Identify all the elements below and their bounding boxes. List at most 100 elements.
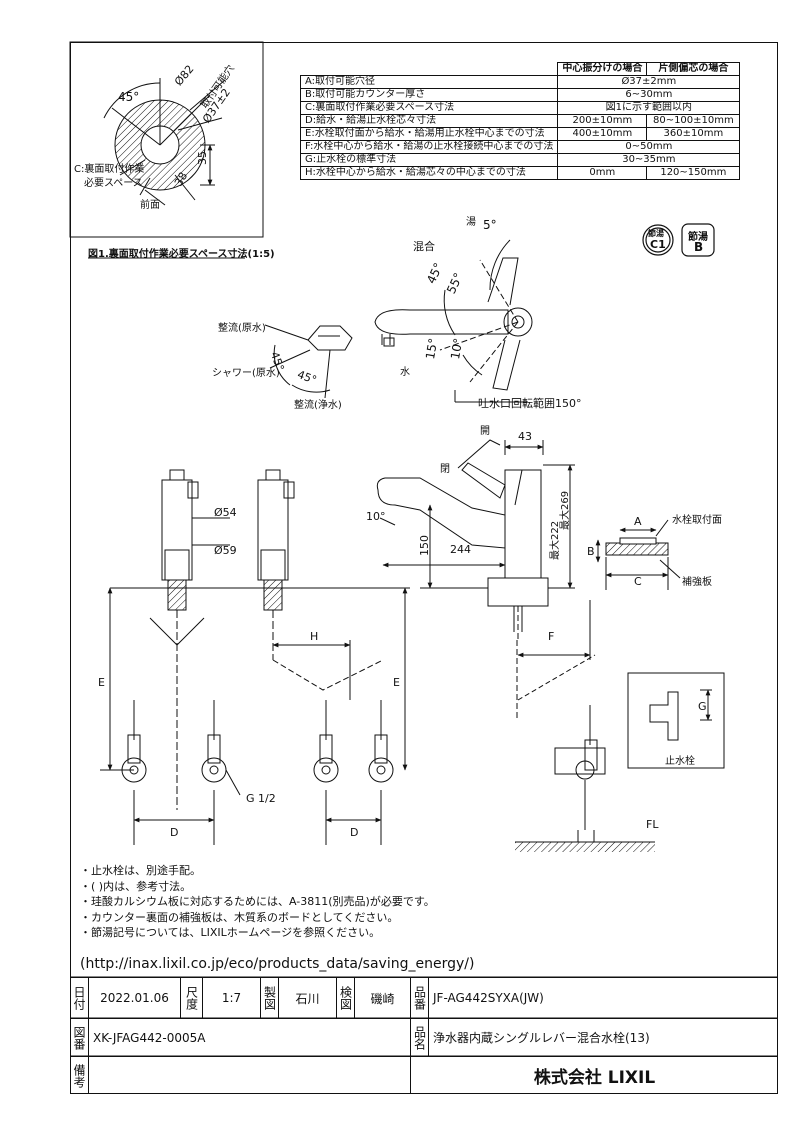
label-B: B [587, 545, 595, 558]
label-E2: E [393, 676, 400, 689]
drawing-label-text: 図番 [72, 1025, 86, 1050]
part-value: JF-AG442SYXA(JW) [428, 977, 778, 1018]
drawn-value: 石川 [278, 977, 336, 1018]
drawing-frame [70, 42, 778, 1094]
name-value: 浄水器内蔵シングルレバー混合水栓(13) [428, 1018, 778, 1056]
date-label: 日付 [70, 977, 88, 1018]
stop-valves-left [100, 587, 241, 845]
stop-valves-right [313, 587, 408, 845]
name-label: 品名 [410, 1018, 428, 1056]
spec-row-label: F:水栓中心から給水・給湯の止水栓接続中心までの寸法 [299, 140, 559, 154]
drawing-no-label: 図番 [70, 1018, 88, 1056]
company-logo: 株式会社 LIXIL [533, 1068, 656, 1088]
spec-row: E:水栓取付面から給水・給湯用止水栓中心までの寸法 400±10mm 360±1… [299, 127, 741, 141]
spray-head-detail [264, 324, 353, 399]
company-cell: 株式会社 LIXIL [410, 1056, 778, 1094]
spec-row: D:給水・給湯止水栓芯々寸法 200±10mm 80~100±10mm [299, 114, 741, 128]
label-flow-pure: 整流(浄水) [294, 400, 342, 411]
remarks-value [88, 1056, 410, 1094]
note-item: ・節湯記号については、LIXILホームページを参照ください。 [80, 926, 381, 939]
label-D1: D [170, 826, 179, 839]
spec-row-value-offset: 80~100±10mm [646, 114, 741, 128]
label-rotation: 吐水口回転範囲150° [478, 397, 582, 410]
label-dia59: Ø59 [214, 544, 237, 557]
figure1-caption: 図1.裏面取付作業必要スペース寸法(1:5) [88, 249, 275, 260]
spec-header-row: 中心振分けの場合 片側偏芯の場合 [301, 62, 741, 76]
title-block: 日付 2022.01.06 尺度 1:7 製図 石川 検図 磯崎 品番 JF-A… [70, 977, 778, 1094]
label-open: 開 [480, 426, 490, 437]
spec-row-value: 0~50mm [557, 140, 741, 154]
cutout-label-c-line1: C:裏面取付作業 [74, 164, 145, 175]
label-D2: D [350, 826, 359, 839]
label-5deg: 5° [483, 218, 497, 232]
spec-row: H:水栓中心から給水・給湯芯々の中心までの寸法 0mm 120~150mm [299, 166, 741, 180]
label-G: G [698, 700, 707, 713]
badge2-bottom: B [694, 240, 704, 254]
cutout-label-c-line2: 必要スペース [84, 178, 143, 189]
date-label-text: 日付 [72, 986, 86, 1010]
spec-row-value-center: 200±10mm [557, 114, 648, 128]
label-g12: G 1/2 [246, 792, 276, 805]
remarks-label-text: 備考 [72, 1063, 86, 1088]
checked-label-text: 検図 [338, 986, 353, 1010]
dim-222: 最大222 [550, 520, 561, 560]
spec-head-center: 中心振分けの場合 [557, 62, 648, 76]
checked-label: 検図 [336, 977, 354, 1018]
spec-row: A:取付可能穴径 Ø37±2mm [299, 75, 741, 89]
spec-row-label: B:取付可能カウンター厚さ [299, 88, 559, 102]
cutout-diagram [103, 78, 226, 206]
spout-top-view [374, 239, 533, 403]
spec-row-value-center: 400±10mm [557, 127, 648, 141]
drawn-label: 製図 [260, 977, 278, 1018]
spec-row-label: G:止水栓の標準寸法 [299, 153, 559, 167]
label-A: A [634, 515, 642, 528]
badge1-top: 節湯 [648, 229, 664, 238]
dim-150: 150 [418, 535, 431, 556]
spec-row-label: A:取付可能穴径 [299, 75, 559, 89]
drawn-label-text: 製図 [262, 986, 277, 1010]
label-shower-raw: シャワー(原水) [212, 368, 280, 379]
spec-row-value-offset: 120~150mm [646, 166, 741, 180]
spec-row-value: 図1に示す範囲以内 [557, 101, 741, 115]
spec-row-label: E:水栓取付面から給水・給湯用止水栓中心までの寸法 [299, 127, 559, 141]
cutout-angle-45: 45° [118, 90, 140, 104]
scale-text: 1:7 [221, 991, 242, 1005]
scale-value: 1:7 [202, 977, 260, 1018]
scale-label-text: 尺度 [184, 986, 199, 1010]
label-dia54: Ø54 [214, 506, 237, 519]
figure1-box [69, 41, 264, 238]
scale-label: 尺度 [180, 977, 202, 1018]
label-stop-valve: 止水栓 [665, 756, 695, 767]
date-text: 2022.01.06 [100, 991, 169, 1005]
supply-right [515, 672, 725, 852]
spec-row-label: D:給水・給湯止水栓芯々寸法 [299, 114, 559, 128]
faucet-elevation [376, 439, 596, 720]
part-label: 品番 [410, 977, 428, 1018]
label-flow-raw: 整流(原水) [218, 323, 266, 334]
label-reinforce: 補強板 [682, 577, 712, 588]
label-cold: 水 [400, 367, 410, 378]
spec-row: G:止水栓の標準寸法 30~35mm [299, 153, 741, 167]
note-item: ・カウンター裏面の補強板は、木質系のボードとしてください。 [80, 910, 399, 924]
cutout-dim-35: 35 [196, 151, 209, 165]
remarks-label: 備考 [70, 1056, 88, 1094]
label-F: F [548, 630, 555, 643]
label-E1: E [98, 676, 105, 689]
label-mix: 混合 [413, 240, 435, 253]
checked-value: 磯崎 [354, 977, 410, 1018]
badge-b [681, 223, 715, 257]
front-view-middle [257, 469, 384, 700]
badge2-top: 節湯 [688, 232, 708, 243]
part-text: JF-AG442SYXA(JW) [433, 991, 544, 1005]
label-close: 閉 [440, 464, 450, 475]
spec-row: C:裏面取付作業必要スペース寸法 図1に示す範囲以内 [299, 101, 741, 115]
label-C: C [634, 575, 642, 588]
drawing-no-value: XK-JFAG442-0005A [88, 1018, 410, 1056]
label-hot: 湯 [466, 217, 476, 228]
product-name-text: 浄水器内蔵シングルレバー混合水栓(13) [433, 1031, 650, 1045]
label-mount-face: 水栓取付面 [672, 515, 722, 526]
spec-table: 中心振分けの場合 片側偏芯の場合 A:取付可能穴径 Ø37±2mm B:取付可能… [299, 62, 741, 180]
label-H: H [310, 630, 319, 643]
reference-url: (http://inax.lixil.co.jp/eco/products_da… [80, 956, 475, 972]
